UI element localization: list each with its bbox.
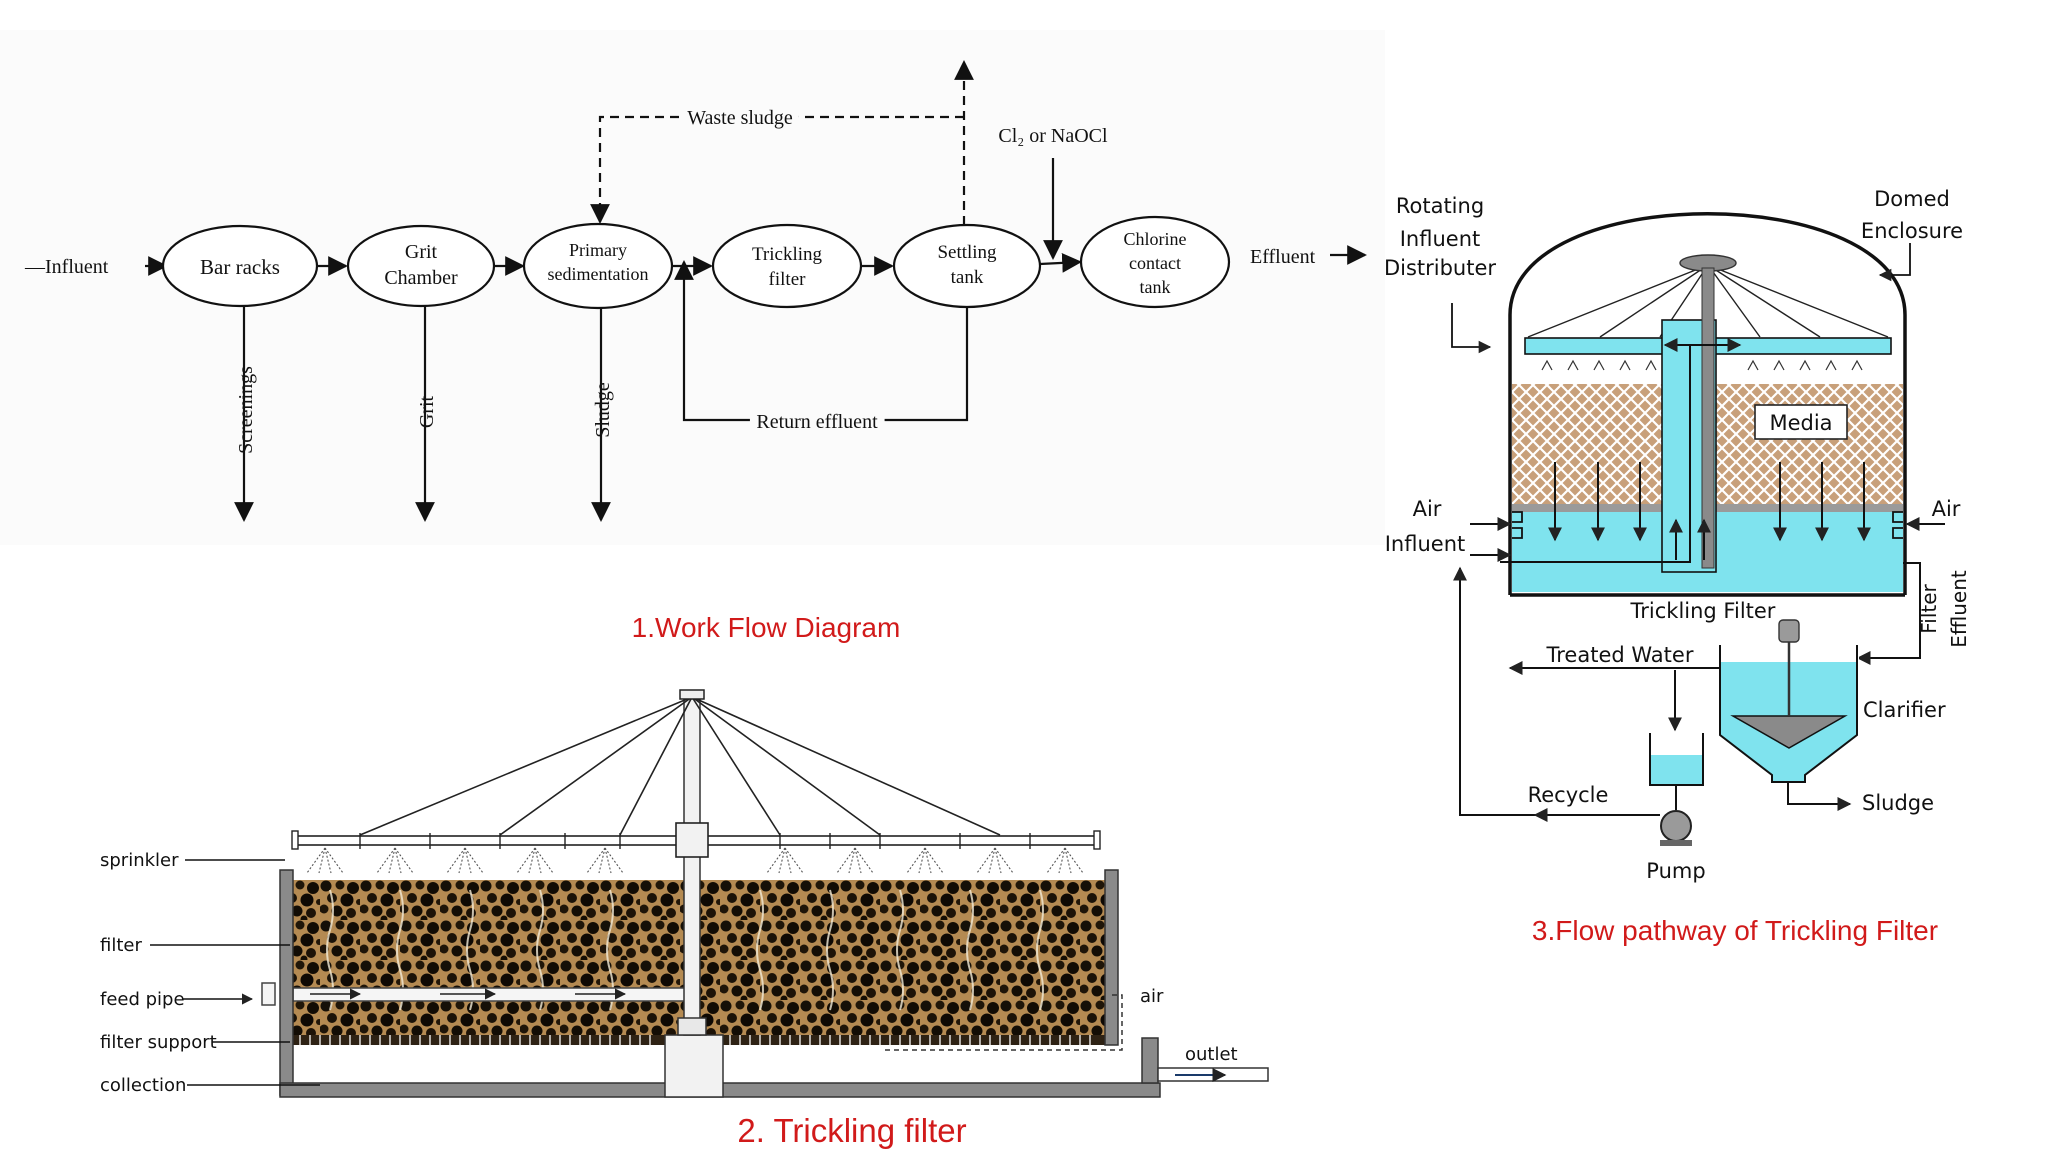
distributor-label: Distributer: [1384, 256, 1496, 280]
grit-chamber-label: Chamber: [384, 267, 458, 289]
flow-pathway-diagram: Media: [1384, 187, 1971, 946]
waste-sludge-line: [590, 115, 964, 224]
effluent-label: Effluent: [1250, 246, 1316, 268]
central-pedestal: [664, 1034, 724, 1098]
support-rods: [359, 696, 1001, 836]
chlorine-contact-label: contact: [1129, 253, 1181, 273]
sprinkler-nozzles: [359, 833, 1031, 849]
pump-icon: [1660, 810, 1692, 842]
sludge-output-label: Sludge: [592, 382, 614, 438]
sprinkler-label: sprinkler: [100, 850, 179, 871]
flowpath-labels: Rotating Influent Distributer Domed Encl…: [1384, 187, 1971, 883]
chlorine-contact-label: tank: [1140, 277, 1171, 297]
trickling-filter-section: sprinkler filter feed pipe filter suppor…: [100, 689, 1269, 1149]
distributor-label: Influent: [1400, 227, 1481, 251]
feed-pipe-inlet: [261, 982, 276, 1006]
workflow-diagram: [0, 30, 1385, 545]
settling-tank-label: tank: [951, 267, 984, 288]
central-shaft: [1701, 267, 1715, 569]
tank-right-wall: [1104, 869, 1119, 1046]
grit-chamber-label: Grit: [405, 241, 438, 263]
sludge-label: Sludge: [1862, 791, 1934, 815]
spray-drops: [1541, 359, 1863, 371]
air-label: air: [1140, 986, 1164, 1007]
enclosure-leader: [1878, 243, 1911, 282]
outlet-label: outlet: [1185, 1044, 1238, 1065]
trickling-filter-label: Trickling: [752, 244, 823, 265]
influent-path: [1500, 338, 1691, 563]
air-path: [885, 994, 1123, 1051]
enclosure-label: Domed: [1874, 187, 1950, 211]
label-leaders: [150, 859, 320, 1086]
distributor-cables: [1527, 264, 1889, 338]
recycle-label: Recycle: [1528, 783, 1609, 807]
settling-tank-label: Settling: [937, 242, 997, 263]
waste-sludge-label: Waste sludge: [687, 107, 793, 129]
media-label-box: [1754, 404, 1848, 440]
distributor-label: Rotating: [1396, 194, 1484, 218]
clarifier-label: Clarifier: [1863, 698, 1946, 722]
downflow-arrows: [1548, 462, 1871, 542]
distributor-leader: [1451, 303, 1492, 354]
collection-label: collection: [100, 1075, 186, 1096]
filter-support-slots: [299, 1035, 1091, 1045]
pump-label: Pump: [1646, 859, 1705, 883]
recycle-line: [1453, 566, 1660, 816]
trickling-filter-tank-label: Trickling Filter: [1630, 599, 1776, 623]
clarifier-drive: [1778, 619, 1800, 643]
treated-water-label: Treated Water: [1546, 643, 1694, 667]
filter-labels: sprinkler filter feed pipe filter suppor…: [100, 850, 1238, 1096]
feed-pipe-label: feed pipe: [100, 989, 185, 1010]
column-cap: [679, 689, 705, 700]
primary-sedimentation-label: sedimentation: [548, 264, 649, 284]
influent-label: Influent: [1385, 532, 1466, 556]
pump-base: [1660, 840, 1692, 846]
chlorine-contact-label: Chlorine: [1124, 229, 1187, 249]
air-right-label: Air: [1932, 497, 1961, 521]
enclosure-label: Enclosure: [1861, 219, 1963, 243]
primary-sedimentation-label: Primary: [569, 240, 627, 260]
workflow-caption: 1.Work Flow Diagram: [632, 612, 901, 643]
column-base: [677, 1017, 707, 1036]
sprinkler-hub: [675, 822, 709, 858]
trickling-filter-label: filter: [769, 269, 807, 290]
sludge-line: [1787, 782, 1852, 811]
flow-arrow: [1039, 253, 1082, 273]
wetwell-water: [1651, 755, 1702, 784]
central-column: [683, 694, 701, 1036]
trickling-filter-node: [711, 223, 863, 309]
filter-effluent-label: Effluent: [1947, 570, 1971, 648]
grit-chamber-node: [346, 224, 496, 308]
settling-tank-node: [892, 223, 1042, 309]
trickling-filter-caption: 2. Trickling filter: [737, 1112, 966, 1149]
filter-effluent-label: Filter: [1917, 583, 1941, 633]
tank-left-wall: [279, 869, 294, 1096]
return-effluent-label: Return effluent: [756, 411, 878, 433]
return-effluent-line: [674, 260, 969, 422]
outlet-stack: [1141, 1037, 1159, 1084]
filter-support-label: filter support: [100, 1032, 217, 1053]
filter-label: filter: [100, 935, 142, 956]
air-left-label: Air: [1413, 497, 1442, 521]
sprinkler-end-right: [1093, 830, 1101, 850]
flow-pathway-caption: 3.Flow pathway of Trickling Filter: [1532, 915, 1938, 946]
screenings-label: Screenings: [235, 366, 257, 454]
chlorine-label: Cl₂ or NaOCl: [998, 125, 1108, 147]
sprinkler-end-left: [291, 830, 299, 850]
grit-output-label: Grit: [416, 395, 438, 428]
workflow-labels: —Influent Effluent Bar racks Grit Chambe…: [24, 100, 1316, 643]
air-vents: [1512, 511, 1903, 539]
media-label: Media: [1769, 411, 1832, 435]
bar-racks-label: Bar racks: [200, 255, 280, 279]
influent-label: —Influent: [24, 256, 109, 278]
filter-effluent-line: [1856, 562, 1921, 665]
spray-pattern: [306, 847, 1084, 874]
